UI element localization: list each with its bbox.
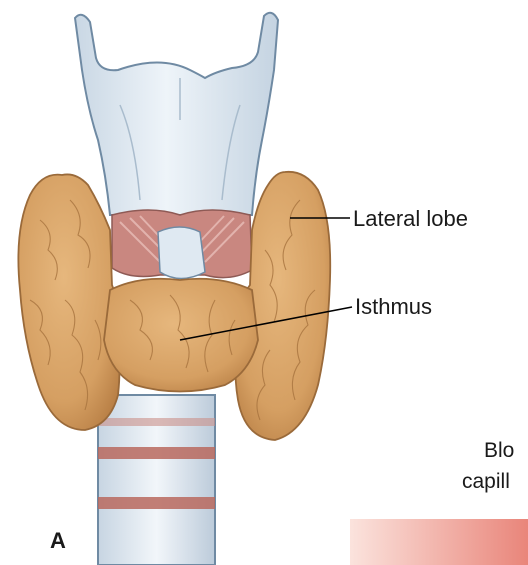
trachea-ring <box>98 447 215 459</box>
panel-letter: A <box>50 528 66 553</box>
lateral-lobe-label: Lateral lobe <box>353 206 468 231</box>
isthmus-tissue <box>104 279 258 392</box>
adjacent-panel-label-line2: capill <box>462 470 510 493</box>
trachea-ring <box>98 497 215 509</box>
trachea <box>98 395 215 565</box>
cricothyroid-muscles <box>112 210 252 279</box>
adjacent-panel-label-line1: Blo <box>484 439 514 462</box>
thyroid-cartilage <box>75 13 278 215</box>
trachea-ring <box>98 418 215 426</box>
adjacent-panel-graphic <box>350 519 528 565</box>
isthmus-label: Isthmus <box>355 294 432 319</box>
